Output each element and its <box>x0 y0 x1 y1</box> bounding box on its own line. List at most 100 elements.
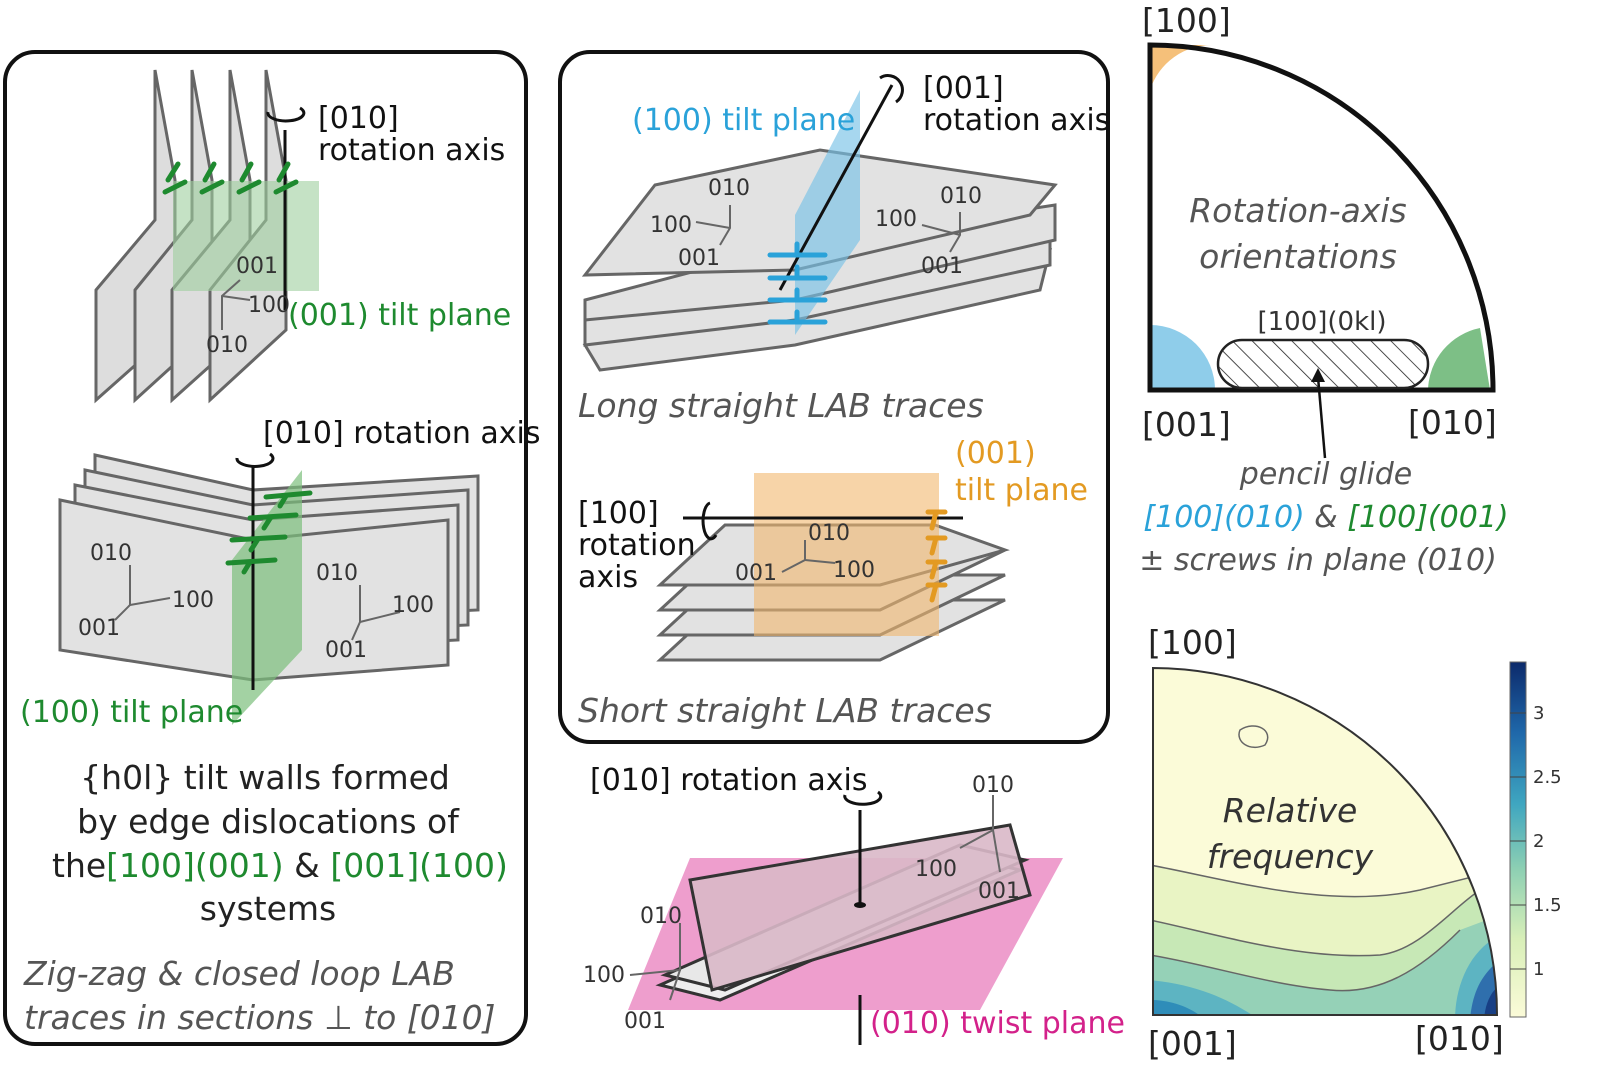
c-miller-right-2: 100 <box>915 857 957 882</box>
e-label-left: [001] <box>1148 1024 1237 1063</box>
c-miller-left-2: 100 <box>583 963 625 988</box>
top-axis-label-2: rotation axis <box>318 133 505 168</box>
b-top-miller-right-3: 001 <box>921 254 963 279</box>
b-top-miller-right-1: 010 <box>940 184 982 209</box>
d-title-2: orientations <box>1199 237 1397 276</box>
mid-axis-label: [010] rotation axis <box>263 416 541 451</box>
c-miller-left-1: 010 <box>640 904 682 929</box>
e-label-right: [010] <box>1415 1019 1504 1058</box>
colorbar-tick-2: 2 <box>1533 831 1544 852</box>
caption-line1: Zig-zag & closed loop LAB <box>23 954 455 993</box>
d-label-top: [100] <box>1142 1 1231 40</box>
d-pencil-amp: & <box>1305 500 1347 535</box>
desc-line3-b: [100](001) <box>106 846 283 885</box>
c-miller-left-3: 001 <box>624 1009 666 1034</box>
b-bot-miller-3: 100 <box>833 558 875 583</box>
desc-line3: the[100](001) & [001](100) <box>52 846 508 885</box>
rotation-arrow-icon <box>701 501 718 541</box>
desc-line3-a: the <box>52 846 106 885</box>
flat-sheets <box>656 473 1010 662</box>
caption-line2: traces in sections ⊥ to [010] <box>24 998 496 1037</box>
colorbar-tick-3: 3 <box>1533 703 1544 724</box>
rotation-arrow-icon <box>266 106 306 123</box>
folded-sheets <box>58 452 480 725</box>
tilt-plane-100-green <box>232 470 302 725</box>
desc-line4: systems <box>200 889 337 928</box>
desc-line3-d: [001](100) <box>330 846 507 885</box>
rotation-arrow-icon <box>235 452 275 468</box>
mid-miller-left-1: 010 <box>90 541 132 566</box>
d-pencil-blue: [100](010) <box>1143 500 1304 535</box>
b-top-miller-left-2: 100 <box>650 213 692 238</box>
top-axis-label-1: [010] <box>318 101 399 136</box>
e-label-top: [100] <box>1148 623 1237 662</box>
colorbar-tick-2-5: 2.5 <box>1533 767 1562 788</box>
d-title-1: Rotation-axis <box>1189 191 1407 230</box>
d-pencil-green: [100](001) <box>1347 500 1508 535</box>
c-axis-label: [010] rotation axis <box>590 763 868 798</box>
vertical-sheets <box>94 69 319 404</box>
top-miller-3: 010 <box>206 333 248 358</box>
b-top-caption: Long straight LAB traces <box>578 386 984 425</box>
top-miller-1: 001 <box>236 254 278 279</box>
colorbar-ticks: 3 2.5 2 1.5 1 <box>1510 703 1562 980</box>
d-label-right: [010] <box>1408 403 1497 442</box>
d-pencil-1: pencil glide <box>1239 457 1412 492</box>
b-top-miller-left-3: 001 <box>678 246 720 271</box>
tilt-plane-100-blue <box>795 90 860 335</box>
mid-plane-label: (100) tilt plane <box>20 695 243 730</box>
mid-miller-right-2: 100 <box>392 593 434 618</box>
pencil-glide-region <box>1216 338 1430 390</box>
top-plane-label: (001) tilt plane <box>288 298 511 333</box>
blue-corner <box>1150 325 1215 390</box>
b-bot-axis-2: rotation <box>578 528 696 563</box>
tilt-plane-001-green <box>173 181 319 291</box>
b-bot-miller-2: 001 <box>735 561 777 586</box>
mid-miller-left-2: 100 <box>172 588 214 613</box>
orange-corner <box>1150 44 1213 90</box>
b-top-miller-right-2: 100 <box>875 207 917 232</box>
panel-c: [010] rotation axis 010 100 001 010 100 … <box>583 763 1125 1045</box>
colorbar-tick-1-5: 1.5 <box>1533 895 1562 916</box>
rotation-arrow-icon <box>879 74 904 104</box>
mid-miller-right-1: 010 <box>316 561 358 586</box>
panel-a: [010] rotation axis (001) tilt plane 001… <box>3 50 541 1046</box>
rotation-arrow-icon <box>843 790 883 806</box>
d-region-label: [100](0kl) <box>1257 307 1386 337</box>
b-bot-caption: Short straight LAB traces <box>578 691 992 730</box>
b-top-axis-2: rotation axis <box>923 103 1110 138</box>
b-top-axis-1: [001] <box>923 71 1004 106</box>
ipf-quarter-outline <box>1147 42 1496 393</box>
top-miller-2: 100 <box>248 293 290 318</box>
colorbar <box>1509 661 1527 1018</box>
b-bot-miller-1: 010 <box>808 521 850 546</box>
b-top-plane-label: (100) tilt plane <box>632 103 855 138</box>
b-bot-axis-1: [100] <box>578 496 659 531</box>
panel-a-frame <box>3 50 528 1046</box>
bent-sheets <box>581 74 1058 372</box>
d-pencil-2: [100](010) & [100](001) <box>1143 500 1508 535</box>
frequency-map-outline <box>1152 666 1499 1016</box>
b-bot-plane-1: (001) <box>955 436 1036 471</box>
c-miller-right-3: 001 <box>978 879 1020 904</box>
e-title-2: frequency <box>1207 837 1374 876</box>
green-corner <box>1428 328 1490 390</box>
desc-line2: by edge dislocations of <box>77 802 460 841</box>
mid-miller-right-3: 001 <box>325 638 367 663</box>
b-bot-axis-3: axis <box>578 560 638 595</box>
desc-line1: {h0l} tilt walls formed <box>80 758 450 797</box>
desc-line3-c: & <box>284 846 331 885</box>
panel-b-frame <box>558 50 1110 744</box>
b-bot-plane-2: tilt plane <box>955 473 1088 508</box>
d-label-left: [001] <box>1142 405 1231 444</box>
panel-b: [001] rotation axis (100) tilt plane 010… <box>558 50 1110 744</box>
c-miller-right-1: 010 <box>972 773 1014 798</box>
b-top-miller-left-1: 010 <box>708 176 750 201</box>
mid-miller-left-3: 001 <box>78 616 120 641</box>
arrow-head-icon <box>1311 368 1325 382</box>
colorbar-tick-1: 1 <box>1533 959 1544 980</box>
tilt-plane-001-orange <box>754 473 939 636</box>
d-pencil-3: ± screws in plane (010) <box>1139 543 1497 578</box>
c-plane-label: (010) twist plane <box>870 1006 1125 1041</box>
